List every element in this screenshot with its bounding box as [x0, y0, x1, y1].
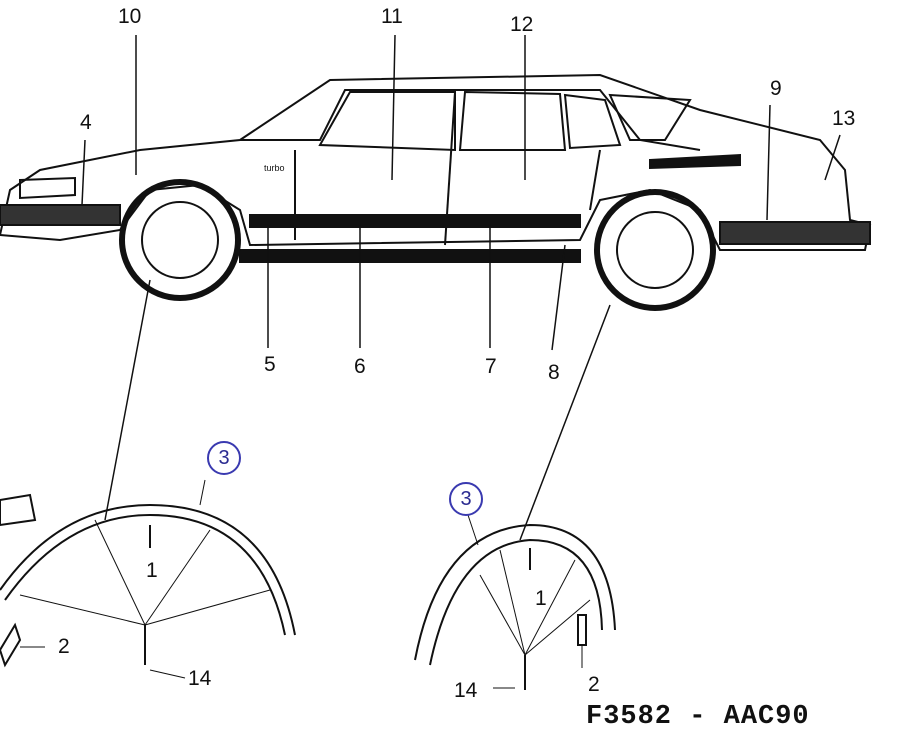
label-4: 4 — [80, 111, 92, 134]
label-6: 6 — [354, 355, 366, 378]
roof-line — [240, 89, 701, 151]
label-8: 8 — [548, 361, 560, 384]
headlight — [19, 176, 76, 200]
rear-label-14: 14 — [454, 679, 478, 702]
front-label-14: 14 — [188, 667, 212, 690]
side-stripe — [649, 153, 741, 170]
front-wheel-arch — [0, 479, 296, 679]
turbo-badge: turbo — [264, 163, 285, 173]
label-10: 10 — [118, 5, 142, 28]
leader-lines — [81, 34, 841, 541]
label-7: 7 — [485, 355, 497, 378]
rear-wheel — [594, 189, 716, 311]
label-9: 9 — [770, 77, 782, 100]
label-12: 12 — [510, 13, 534, 36]
rear-wheel-arch — [414, 514, 616, 690]
front-bumper — [0, 204, 121, 226]
rear-label-1: 1 — [535, 587, 547, 610]
callout-3-rear: 3 — [449, 482, 483, 516]
window-rear — [458, 90, 567, 151]
front-label-1: 1 — [146, 559, 158, 582]
callout-3-front: 3 — [207, 441, 241, 475]
window-quarter — [563, 93, 622, 150]
rear-label-2: 2 — [588, 673, 600, 696]
door-line-rear — [589, 149, 601, 211]
sill-strip — [239, 249, 581, 263]
label-13: 13 — [832, 107, 856, 130]
label-11: 11 — [381, 5, 403, 28]
side-molding — [249, 214, 581, 228]
figure-code: F3582 - AAC90 — [586, 702, 810, 732]
hatch-glass — [608, 93, 692, 141]
rear-bumper — [719, 221, 871, 245]
label-5: 5 — [264, 353, 276, 376]
front-label-2: 2 — [58, 635, 70, 658]
front-wheel — [119, 179, 241, 301]
